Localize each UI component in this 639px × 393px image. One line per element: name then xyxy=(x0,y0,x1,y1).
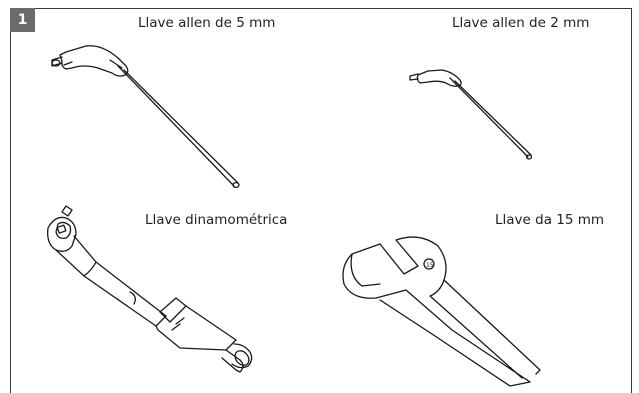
open-end-wrench-icon: 15 xyxy=(343,237,540,386)
allen-key-large-icon xyxy=(52,46,239,188)
allen-key-small-icon xyxy=(410,70,532,159)
torque-wrench-icon xyxy=(48,206,252,372)
svg-text:15: 15 xyxy=(426,262,434,269)
